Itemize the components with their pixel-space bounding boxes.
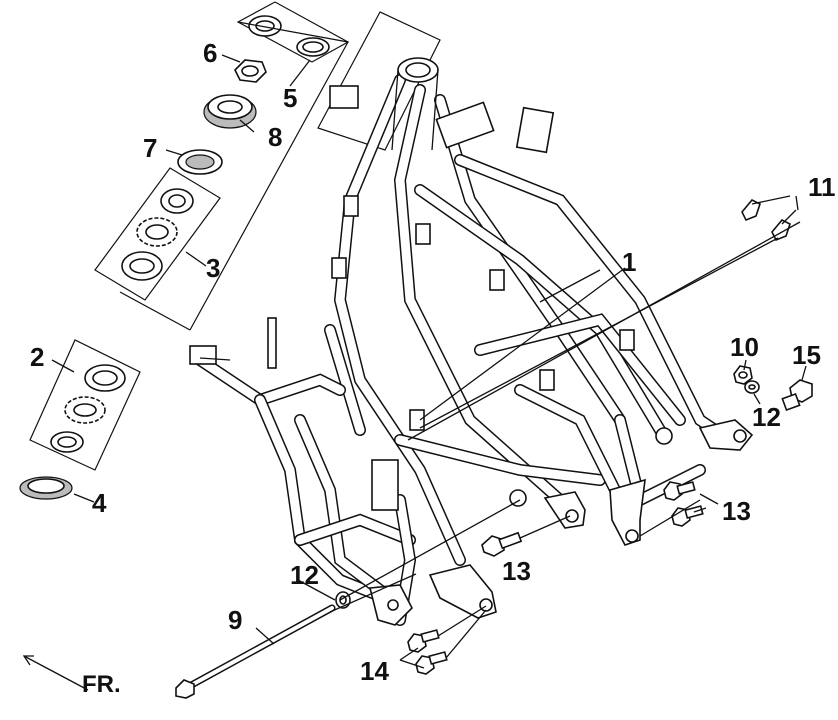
part-6-nut (234, 59, 267, 83)
callout-9: 9 (228, 605, 242, 635)
part-9-long-bolt (175, 604, 336, 699)
callout-3: 3 (206, 253, 220, 283)
callout-13-center: 13 (502, 556, 531, 586)
callout-2: 2 (30, 342, 44, 372)
callout-6: 6 (203, 38, 217, 68)
callout-8: 8 (268, 122, 282, 152)
callout-7: 7 (143, 133, 157, 163)
part-group-3-box (94, 167, 221, 301)
part-4-seal (19, 476, 73, 500)
front-arrow-icon (23, 655, 89, 691)
part-6-ring-nut (248, 15, 282, 37)
part-2-race (84, 364, 126, 392)
part-15-bolt (781, 379, 813, 412)
part-5-washer (296, 37, 330, 57)
front-direction-indicator: FR. (22, 655, 121, 698)
callout-1: 1 (622, 247, 636, 277)
callout-4: 4 (92, 488, 107, 518)
part-12-washer-right (744, 380, 760, 394)
part-7-dust-seal (177, 149, 223, 175)
leader-lines (51, 54, 807, 669)
callout-15: 15 (792, 340, 821, 370)
callout-5: 5 (283, 83, 297, 113)
part-3-top-race (160, 188, 194, 214)
part-2-bearing (64, 396, 106, 424)
callout-14: 14 (360, 656, 389, 686)
part-group-2-box (29, 339, 141, 471)
callouts: 1 2 3 4 5 6 7 8 9 10 11 12 12 13 13 14 1… (30, 38, 836, 686)
part-10-nut (733, 365, 753, 385)
part-2-cone (50, 431, 84, 453)
callout-10: 10 (730, 332, 759, 362)
part-11-clips (741, 195, 797, 242)
part-13-bolts-right (663, 481, 704, 527)
callout-12-lower: 12 (290, 560, 319, 590)
callout-12-right: 12 (752, 402, 781, 432)
part-8-adjust-nut (203, 94, 257, 129)
part-13-bolt-center (481, 531, 523, 557)
callout-13-right: 13 (722, 496, 751, 526)
part-14-bolts (407, 629, 448, 675)
part-3-bearing (136, 217, 178, 247)
frame-body (189, 11, 754, 626)
part-3-cone (121, 251, 163, 281)
front-label: FR. (82, 671, 121, 698)
callout-11: 11 (808, 172, 836, 202)
